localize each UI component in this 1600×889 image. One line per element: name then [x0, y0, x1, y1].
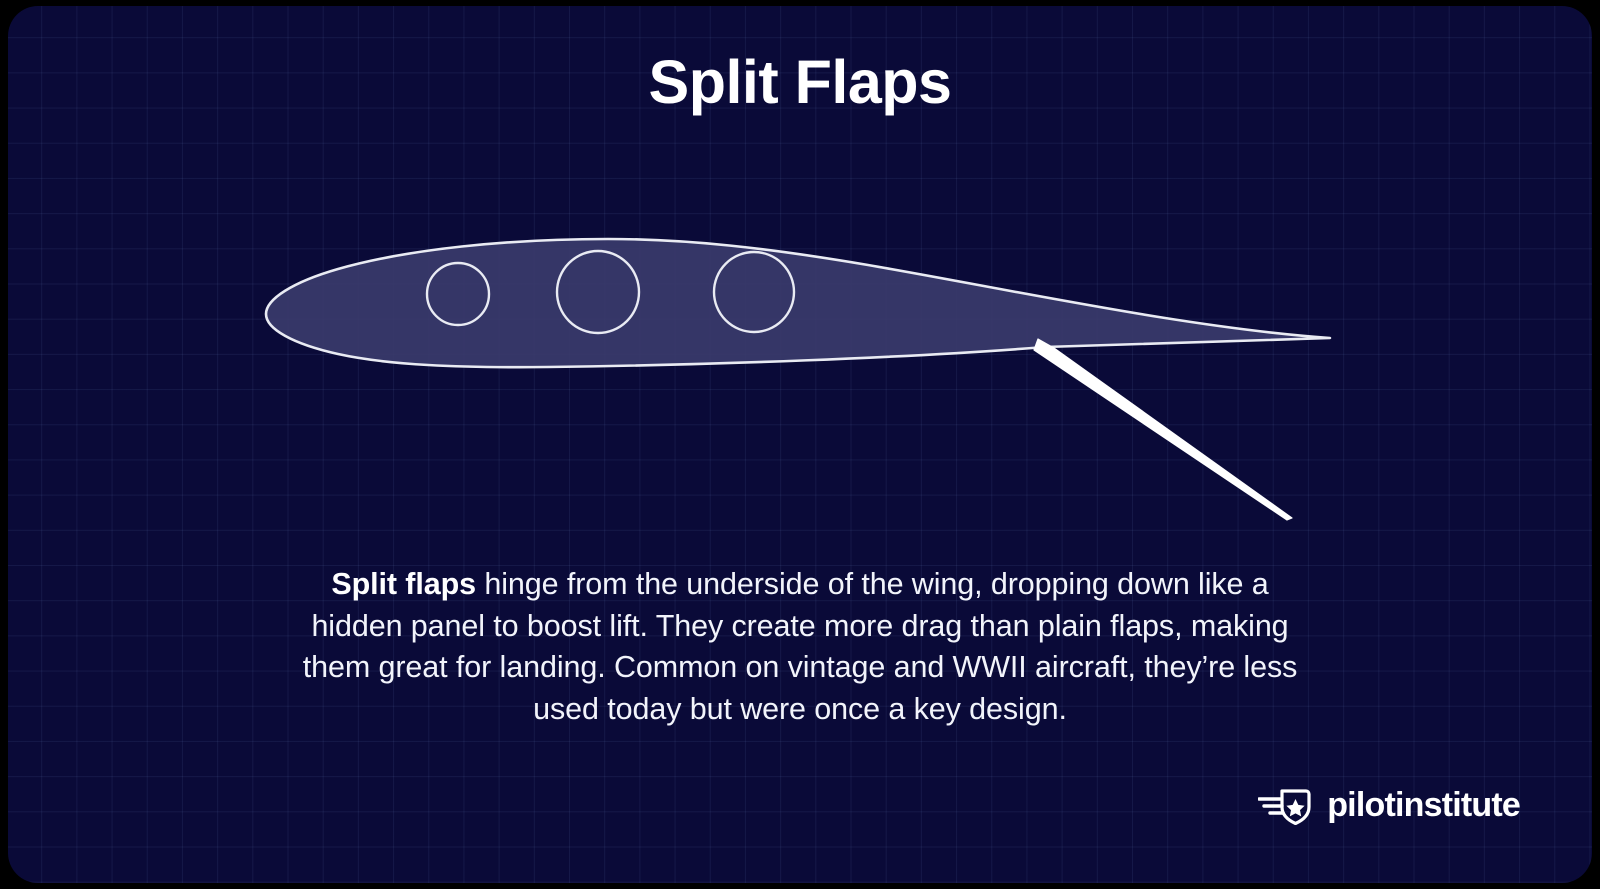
brand-name: pilotinstitute: [1327, 786, 1521, 824]
lightening-hole-1: [425, 261, 491, 327]
page-title: Split Flaps: [648, 48, 952, 116]
split-flap-panel: [1033, 338, 1293, 521]
split-flap-diagram: [264, 237, 1332, 521]
lightening-hole-3: [712, 250, 796, 334]
airfoil-body: [264, 237, 1332, 369]
description-text: Split flaps hinge from the underside of …: [300, 564, 1300, 730]
description-body: hinge from the underside of the wing, dr…: [302, 567, 1298, 726]
info-card: Split Flaps Split flaps hinge from the u…: [8, 6, 1592, 883]
description-lead: Split flaps: [331, 567, 476, 601]
brand-logo: pilotinstitute: [1258, 785, 1521, 825]
winged-shield-star-icon: [1258, 789, 1311, 825]
lightening-hole-2: [555, 249, 641, 335]
